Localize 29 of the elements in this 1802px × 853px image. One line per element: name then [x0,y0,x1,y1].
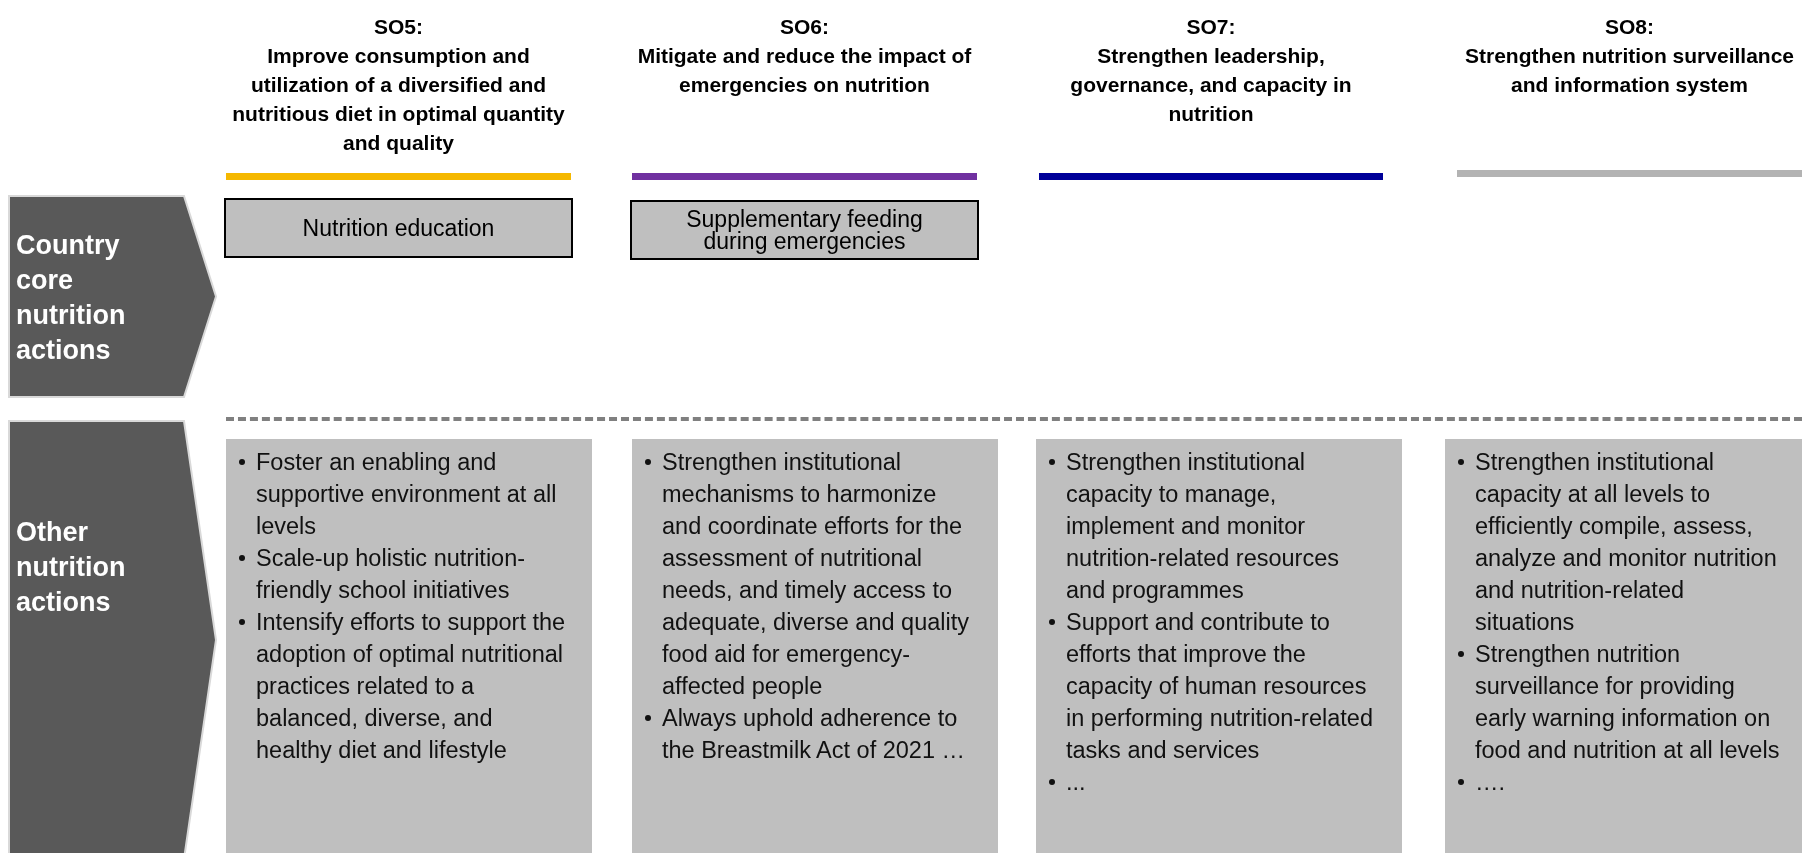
action-list-panel [1445,439,1802,853]
bullet-item: Strengthen nutrition surveillance for providing early warning information on food and nutrition at all levels [1475,640,1781,765]
objective-code: SO5: [374,14,423,40]
bullet-item: …. [1475,768,1506,797]
objective-code: SO6: [780,14,829,40]
bullet-item: Support and contribute to efforts that improve the capacity of human resources in performing nutrition-related tasks and services [1066,608,1374,765]
bullet-item: Intensify efforts to support the adoption of optimal nutritional practices related to a balanced, diverse, and healthy diet and lifestyle [256,608,567,765]
action-list-panel [632,439,998,853]
objective-code: SO7: [1186,14,1236,40]
objective-title: Improve consumption and utilization of a diversified and nutritious diet in optimal quantity and quality [231,43,566,156]
row-heading: Other nutrition actions [16,516,127,619]
objective-title: Strengthen nutrition surveillance and information system [1463,43,1796,98]
bullet-item: ... [1066,768,1086,797]
bullet-item: Scale-up holistic nutrition-friendly school initiatives [256,544,527,605]
bullet-item: Strengthen institutional capacity at all levels to efficiently compile, assess, analyze and monitor nutrition and nutrition-related situations [1475,448,1778,637]
row-heading: Country core nutrition actions [16,229,127,367]
action-text: Supplementary feeding during emergencies [685,206,924,254]
bullet-item: Strengthen institutional capacity to manage, implement and monitor nutrition-related resources and programmes [1066,448,1340,605]
objective-code: SO8: [1605,14,1654,40]
objective-title: Strengthen leadership, governance, and capacity in nutrition [1069,43,1353,127]
action-list-panel [1036,439,1402,853]
action-box [630,200,979,260]
bullet-item: Strengthen institutional mechanisms to harmonize and coordinate efforts for the assessment of nutritional needs, and timely access to adequate, diverse and quality food aid for emergency-affected people [662,448,971,701]
action-text: Nutrition education [301,215,496,241]
objective-title: Mitigate and reduce the impact of emergencies on nutrition [636,43,973,98]
bullet-item: Always uphold adherence to the Breastmilk Act of 2021 … [662,704,967,765]
bullet-item: Foster an enabling and supportive environment at all levels [256,448,558,541]
action-box [224,198,573,258]
action-list-panel [226,439,592,853]
